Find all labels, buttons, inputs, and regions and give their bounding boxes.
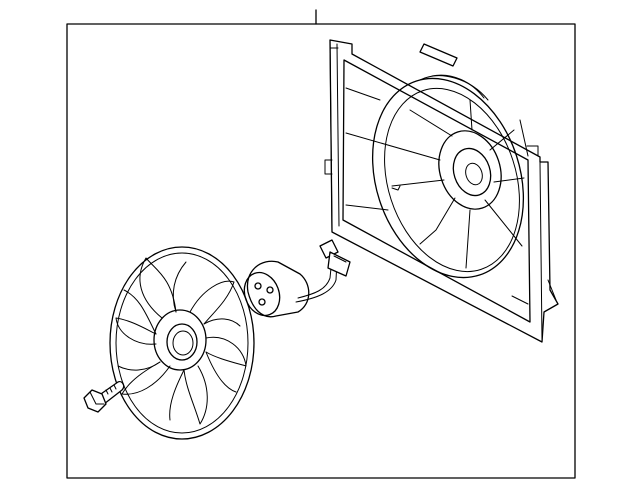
fan-shroud: [324, 39, 559, 343]
fan-blade: [109, 246, 255, 440]
label-plate: [419, 43, 458, 67]
assembly-frame: [66, 23, 576, 479]
motor-wire-connector: [295, 239, 351, 303]
mounting-bolt: [83, 380, 125, 413]
fan-motor: [243, 260, 310, 318]
